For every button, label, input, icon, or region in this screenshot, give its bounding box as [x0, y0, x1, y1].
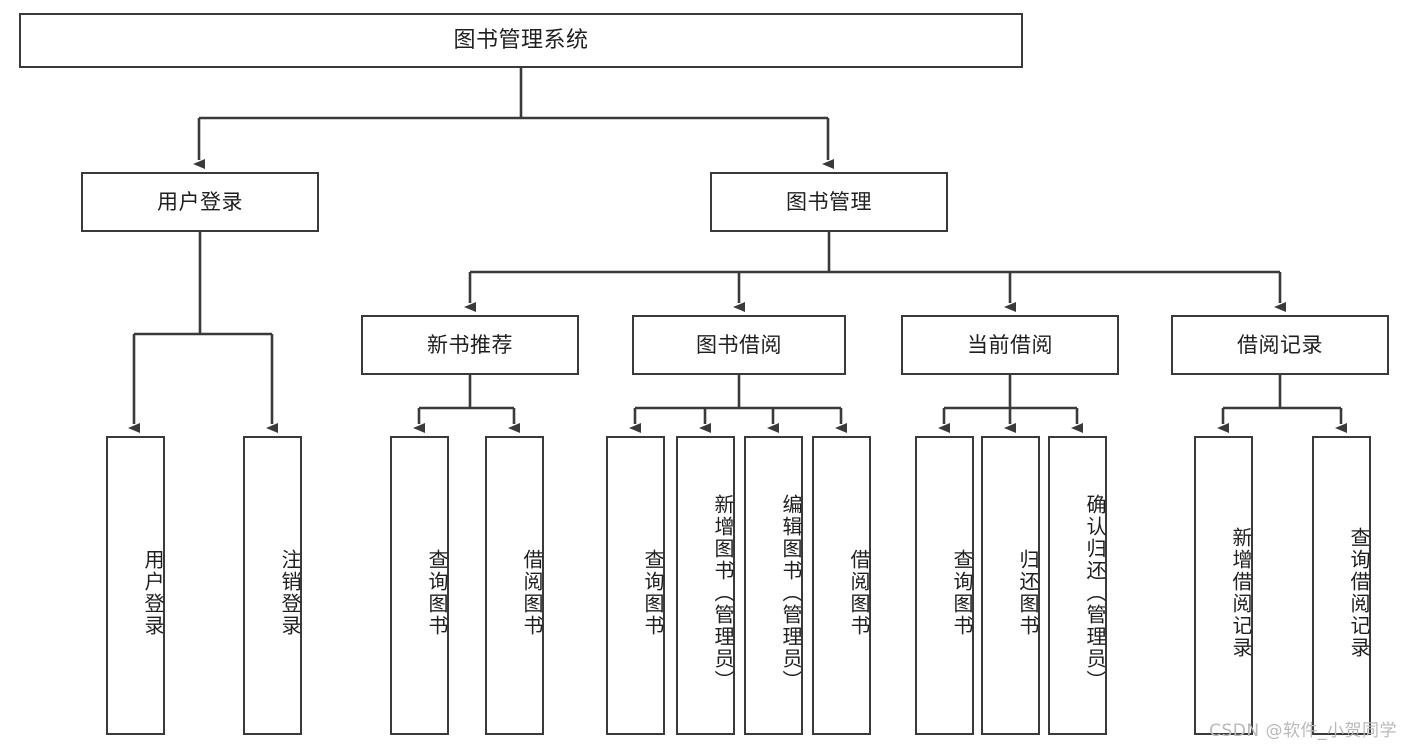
node-leaf-borrow-book-recommend-label: 借阅图书 [520, 548, 544, 637]
node-book-manage-label: 图书管理 [786, 189, 872, 214]
node-book-borrow-label: 图书借阅 [696, 332, 782, 357]
node-leaf-add-borrow-record-label: 新增借阅记录 [1229, 526, 1253, 659]
node-leaf-query-book-recommend[interactable]: 查询图书 [390, 436, 449, 735]
node-leaf-query-book-borrow-label: 查询图书 [641, 548, 665, 637]
node-new-book-recommend-label: 新书推荐 [427, 332, 513, 357]
node-leaf-user-login[interactable]: 用户登录 [106, 436, 165, 735]
node-leaf-query-borrow-record-label: 查询借阅记录 [1347, 526, 1371, 659]
node-book-manage[interactable]: 图书管理 [710, 172, 948, 232]
node-leaf-query-book-current[interactable]: 查询图书 [915, 436, 974, 735]
node-leaf-query-borrow-record[interactable]: 查询借阅记录 [1312, 436, 1371, 735]
node-root[interactable]: 图书管理系统 [19, 13, 1023, 68]
node-leaf-user-logout-label: 注销登录 [278, 548, 302, 637]
node-leaf-user-login-label: 用户登录 [141, 548, 165, 637]
node-user-login[interactable]: 用户登录 [81, 172, 319, 232]
node-current-borrow[interactable]: 当前借阅 [901, 315, 1119, 375]
node-leaf-user-logout[interactable]: 注销登录 [243, 436, 302, 735]
node-leaf-edit-book-label: 编辑图书（管理员） [779, 493, 803, 692]
node-user-login-label: 用户登录 [157, 189, 243, 214]
node-leaf-query-book-current-label: 查询图书 [950, 548, 974, 637]
node-leaf-confirm-return-label: 确认归还（管理员） [1083, 493, 1107, 692]
node-leaf-return-book[interactable]: 归还图书 [981, 436, 1040, 735]
node-new-book-recommend[interactable]: 新书推荐 [361, 315, 579, 375]
node-leaf-add-borrow-record[interactable]: 新增借阅记录 [1194, 436, 1253, 735]
node-leaf-borrow-book-recommend[interactable]: 借阅图书 [485, 436, 544, 735]
node-leaf-edit-book[interactable]: 编辑图书（管理员） [744, 436, 803, 735]
node-borrow-record-label: 借阅记录 [1237, 332, 1323, 357]
node-leaf-borrow-book[interactable]: 借阅图书 [812, 436, 871, 735]
node-leaf-return-book-label: 归还图书 [1016, 548, 1040, 637]
node-current-borrow-label: 当前借阅 [967, 332, 1053, 357]
node-leaf-add-book[interactable]: 新增图书（管理员） [676, 436, 735, 735]
node-root-label: 图书管理系统 [453, 27, 589, 53]
node-leaf-confirm-return[interactable]: 确认归还（管理员） [1048, 436, 1107, 735]
node-book-borrow[interactable]: 图书借阅 [632, 315, 846, 375]
node-leaf-borrow-book-label: 借阅图书 [847, 548, 871, 637]
node-leaf-query-book-borrow[interactable]: 查询图书 [606, 436, 665, 735]
node-leaf-add-book-label: 新增图书（管理员） [711, 493, 735, 692]
node-borrow-record[interactable]: 借阅记录 [1171, 315, 1389, 375]
node-leaf-query-book-recommend-label: 查询图书 [425, 548, 449, 637]
